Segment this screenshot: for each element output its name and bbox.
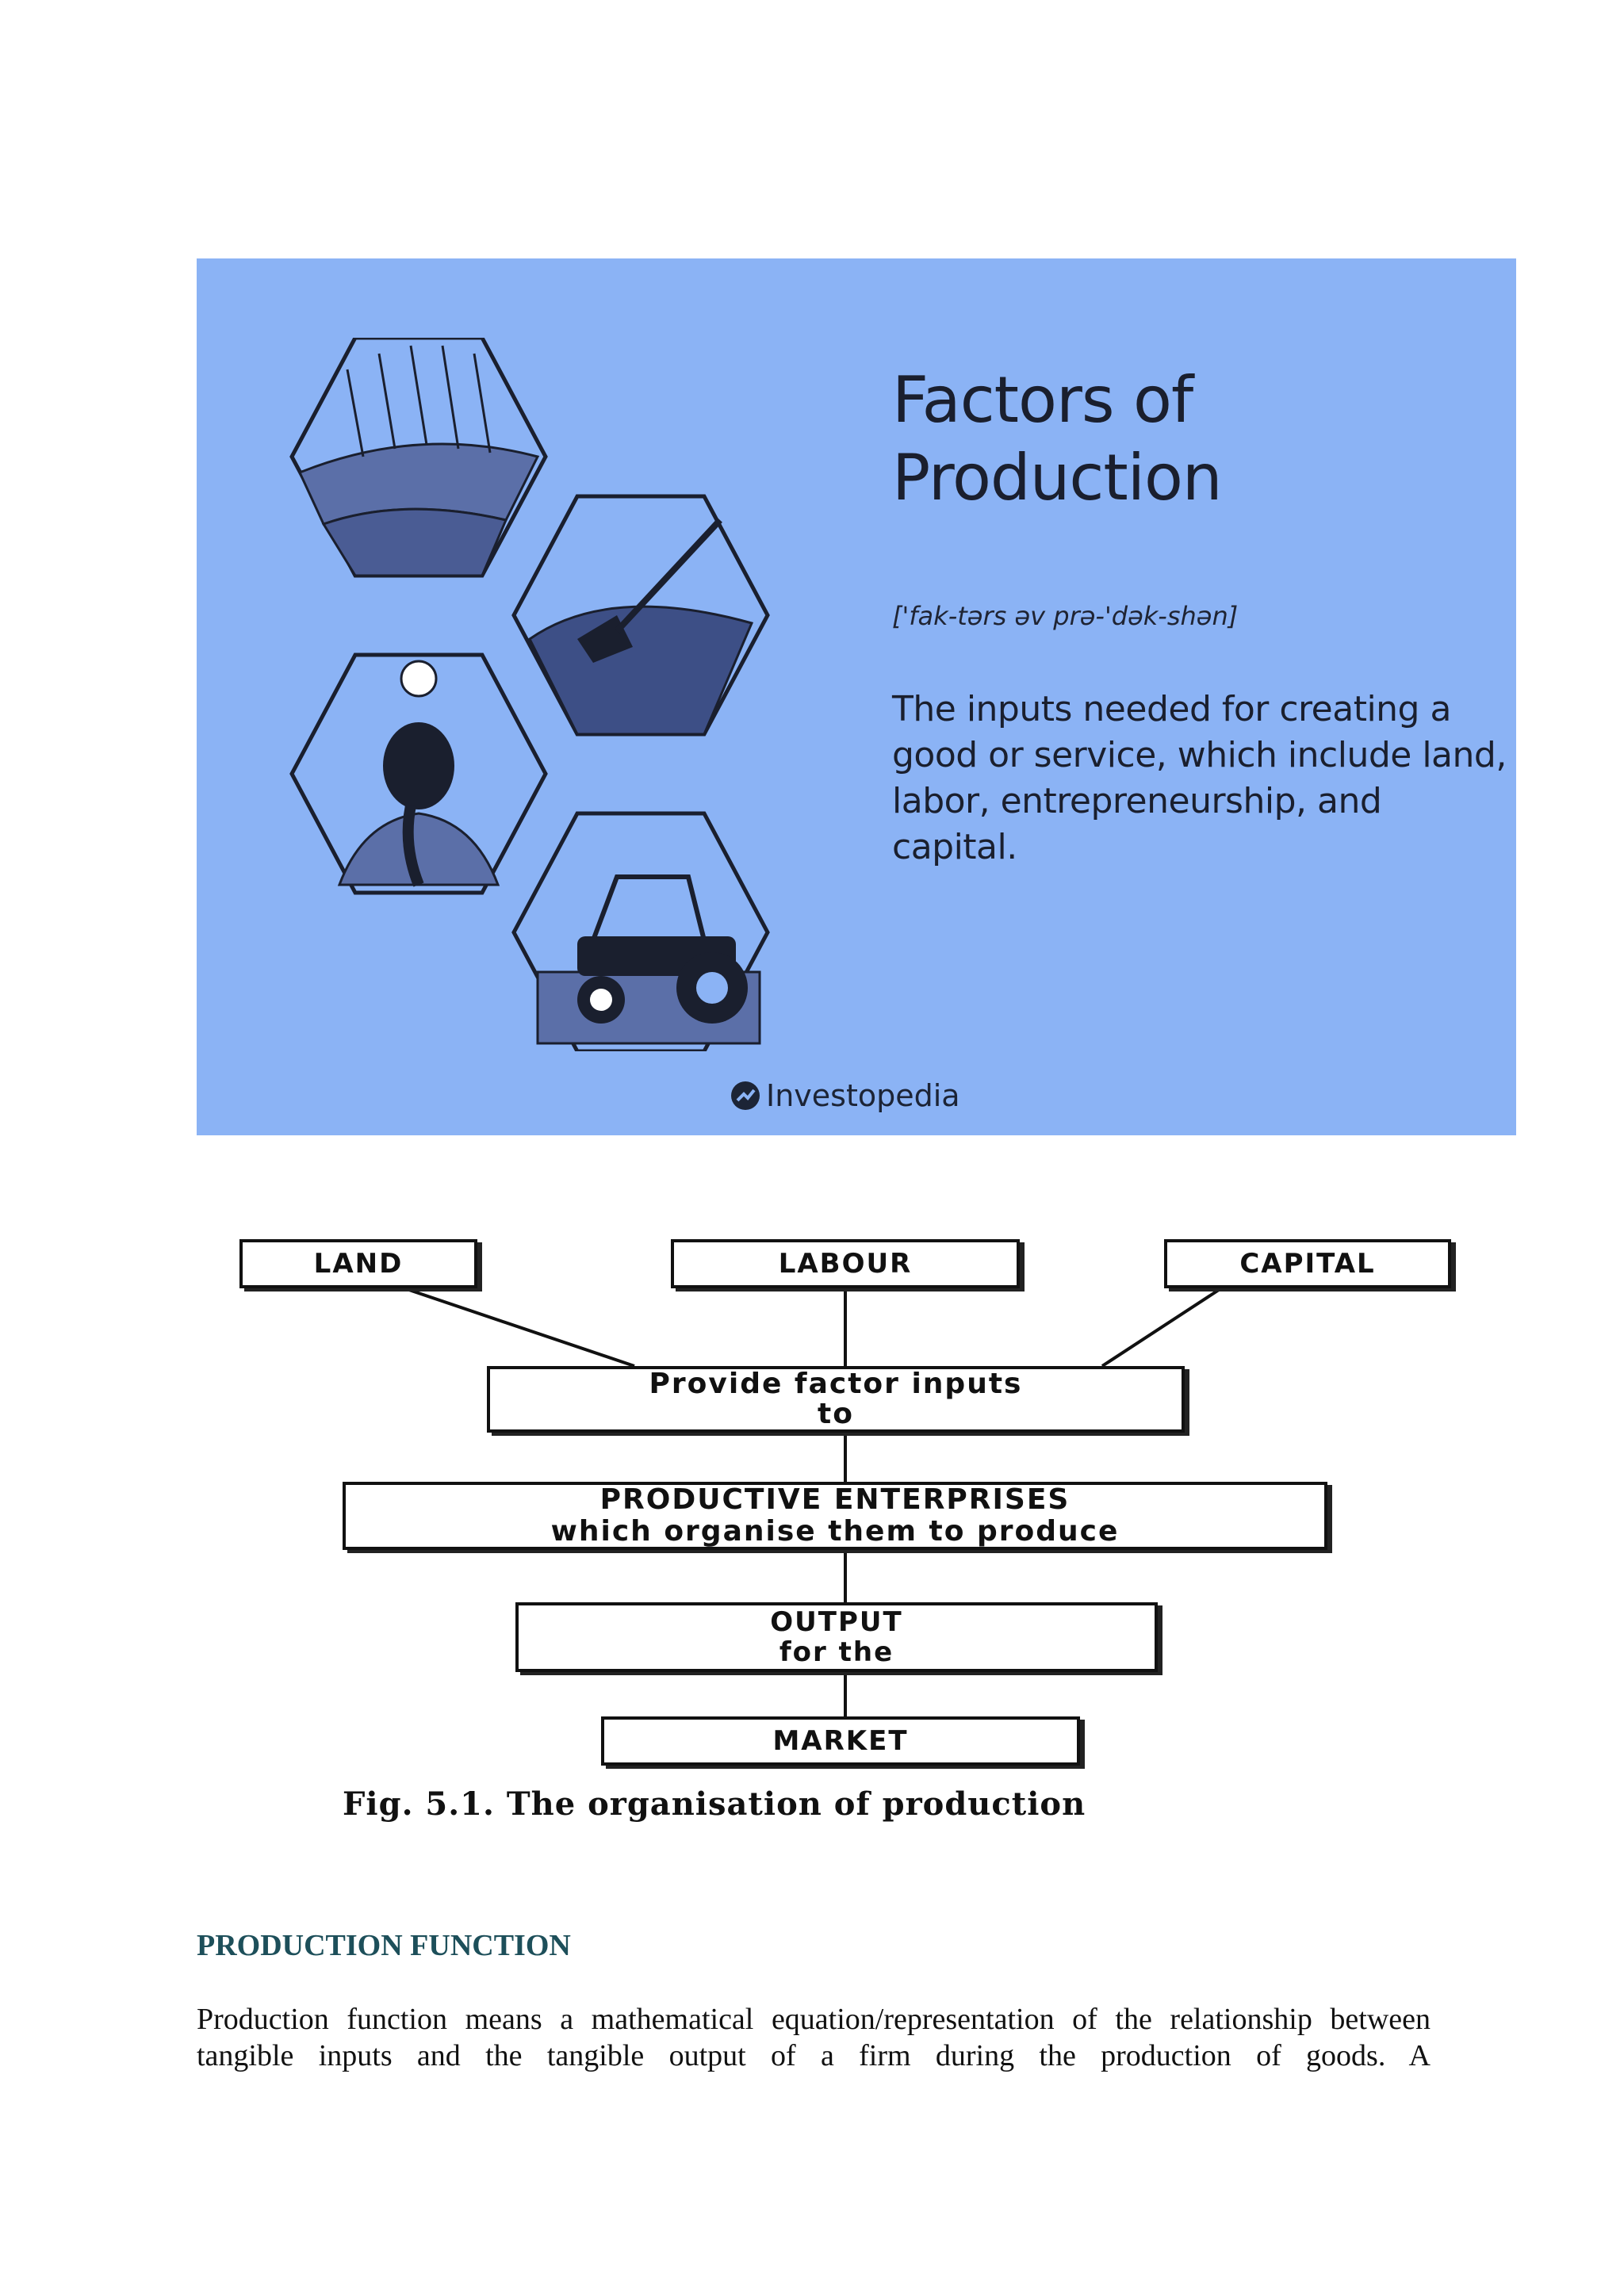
capital-box: CAPITAL <box>1164 1239 1451 1288</box>
output-box: OUTPUT for the <box>515 1602 1158 1672</box>
figure-caption: Fig. 5.1. The organisation of production <box>343 1785 1086 1823</box>
enterprises-line-1: PRODUCTIVE ENTERPRISES <box>599 1483 1071 1516</box>
title-line-2: Production <box>892 441 1223 515</box>
infographic-title: Factors of Production <box>892 362 1495 517</box>
productive-enterprises-box: PRODUCTIVE ENTERPRISES which organise th… <box>343 1482 1327 1550</box>
output-line-2: for the <box>779 1636 894 1668</box>
labour-label: LABOUR <box>778 1248 913 1280</box>
market-label: MARKET <box>772 1725 909 1757</box>
diagram-connectors <box>404 1287 1223 1716</box>
land-label: LAND <box>313 1248 404 1280</box>
body-paragraph: Production function means a mathematical… <box>197 2003 1431 2072</box>
title-line-1: Factors of <box>892 363 1193 437</box>
definition-text: The inputs needed for creating a good or… <box>892 689 1507 867</box>
provide-line-1: Provide factor inputs <box>649 1368 1023 1400</box>
output-line-1: OUTPUT <box>770 1606 903 1638</box>
capital-label: CAPITAL <box>1239 1248 1376 1280</box>
section-heading: PRODUCTION FUNCTION <box>197 1929 571 1962</box>
organisation-of-production-diagram: LAND LABOUR CAPITAL Provide factor input… <box>190 1217 1459 1835</box>
enterprises-line-2: which organise them to produce <box>550 1515 1120 1548</box>
market-box: MARKET <box>601 1716 1080 1766</box>
factors-of-production-infographic: Factors of Production ['fak-tərs əv prə-… <box>197 258 1516 1135</box>
hexagon-illustration <box>289 338 770 1051</box>
land-box: LAND <box>239 1239 477 1288</box>
investopedia-logo: Investopedia <box>730 1078 960 1113</box>
provide-inputs-box: Provide factor inputs to <box>487 1366 1185 1433</box>
labour-box: LABOUR <box>671 1239 1020 1288</box>
phonetic-text: ['fak-tərs əv prə-'dək-shən] <box>892 601 1239 631</box>
logo-text: Investopedia <box>766 1078 960 1113</box>
provide-line-2: to <box>818 1398 854 1430</box>
investopedia-logo-icon <box>731 1081 760 1110</box>
